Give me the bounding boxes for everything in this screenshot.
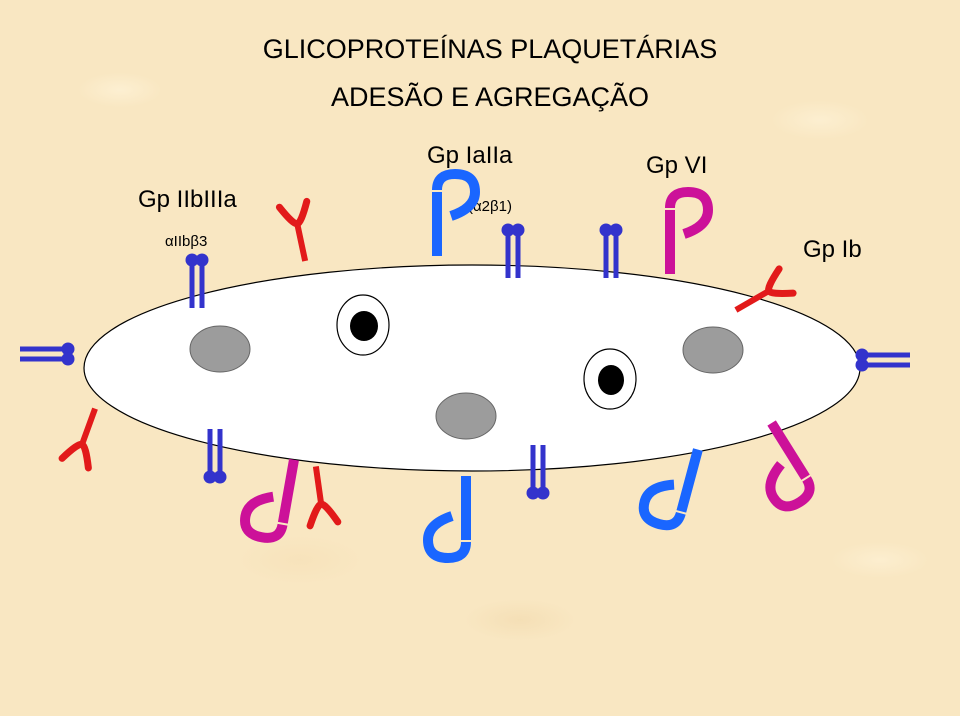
alpha-granule <box>189 325 251 373</box>
dense-granule-core <box>598 365 624 395</box>
gp-ib-receptor <box>279 201 318 264</box>
label-gp-iaiia: Gp IaIIa <box>427 142 513 169</box>
gp-ib-receptor <box>302 464 338 525</box>
label-alpha2-beta1: (α2β1) <box>468 198 512 215</box>
gp-vi-receptor <box>242 453 294 540</box>
label-gp-iibiiia: Gp IIbIIIa <box>138 186 237 213</box>
alpha-granule <box>435 392 497 440</box>
gp-iibiiia-receptor <box>20 343 75 366</box>
gp-iaiia-receptor <box>428 476 466 558</box>
gp-iibiiia-receptor <box>600 224 623 279</box>
alpha-granule <box>682 326 744 374</box>
gp-vi-receptor <box>670 192 708 274</box>
dense-granule-core <box>350 311 378 341</box>
label-gp-ib: Gp Ib <box>803 236 862 263</box>
gp-iaiia-receptor <box>437 174 475 256</box>
title-line-2: ADESÃO E AGREGAÇÃO <box>330 82 650 112</box>
gp-ib-receptor <box>62 404 108 468</box>
label-gp-vi: Gp VI <box>646 152 708 179</box>
label-alpha-iib-beta3: αIIbβ3 <box>165 233 208 250</box>
gp-iibiiia-receptor <box>856 349 911 372</box>
title-line-1: GLICOPROTEÍNAS PLAQUETÁRIAS <box>262 34 718 64</box>
